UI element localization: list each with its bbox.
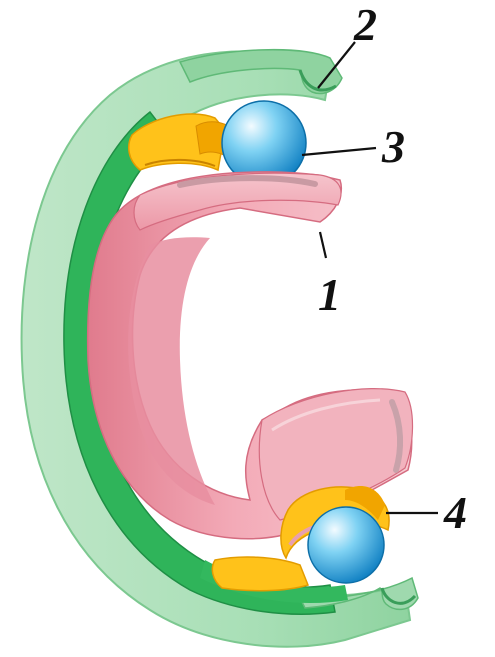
cage-bottom-body: [212, 557, 308, 591]
leader-line-inner-ring: [320, 232, 326, 258]
inner-ring: [88, 172, 413, 539]
label-ball: 3: [381, 121, 405, 172]
ball-bottom: [308, 507, 384, 583]
label-inner-ring: 1: [318, 269, 341, 320]
label-outer-ring: 2: [353, 0, 377, 50]
label-cage: 4: [443, 487, 467, 538]
leader-line-ball: [302, 148, 376, 155]
